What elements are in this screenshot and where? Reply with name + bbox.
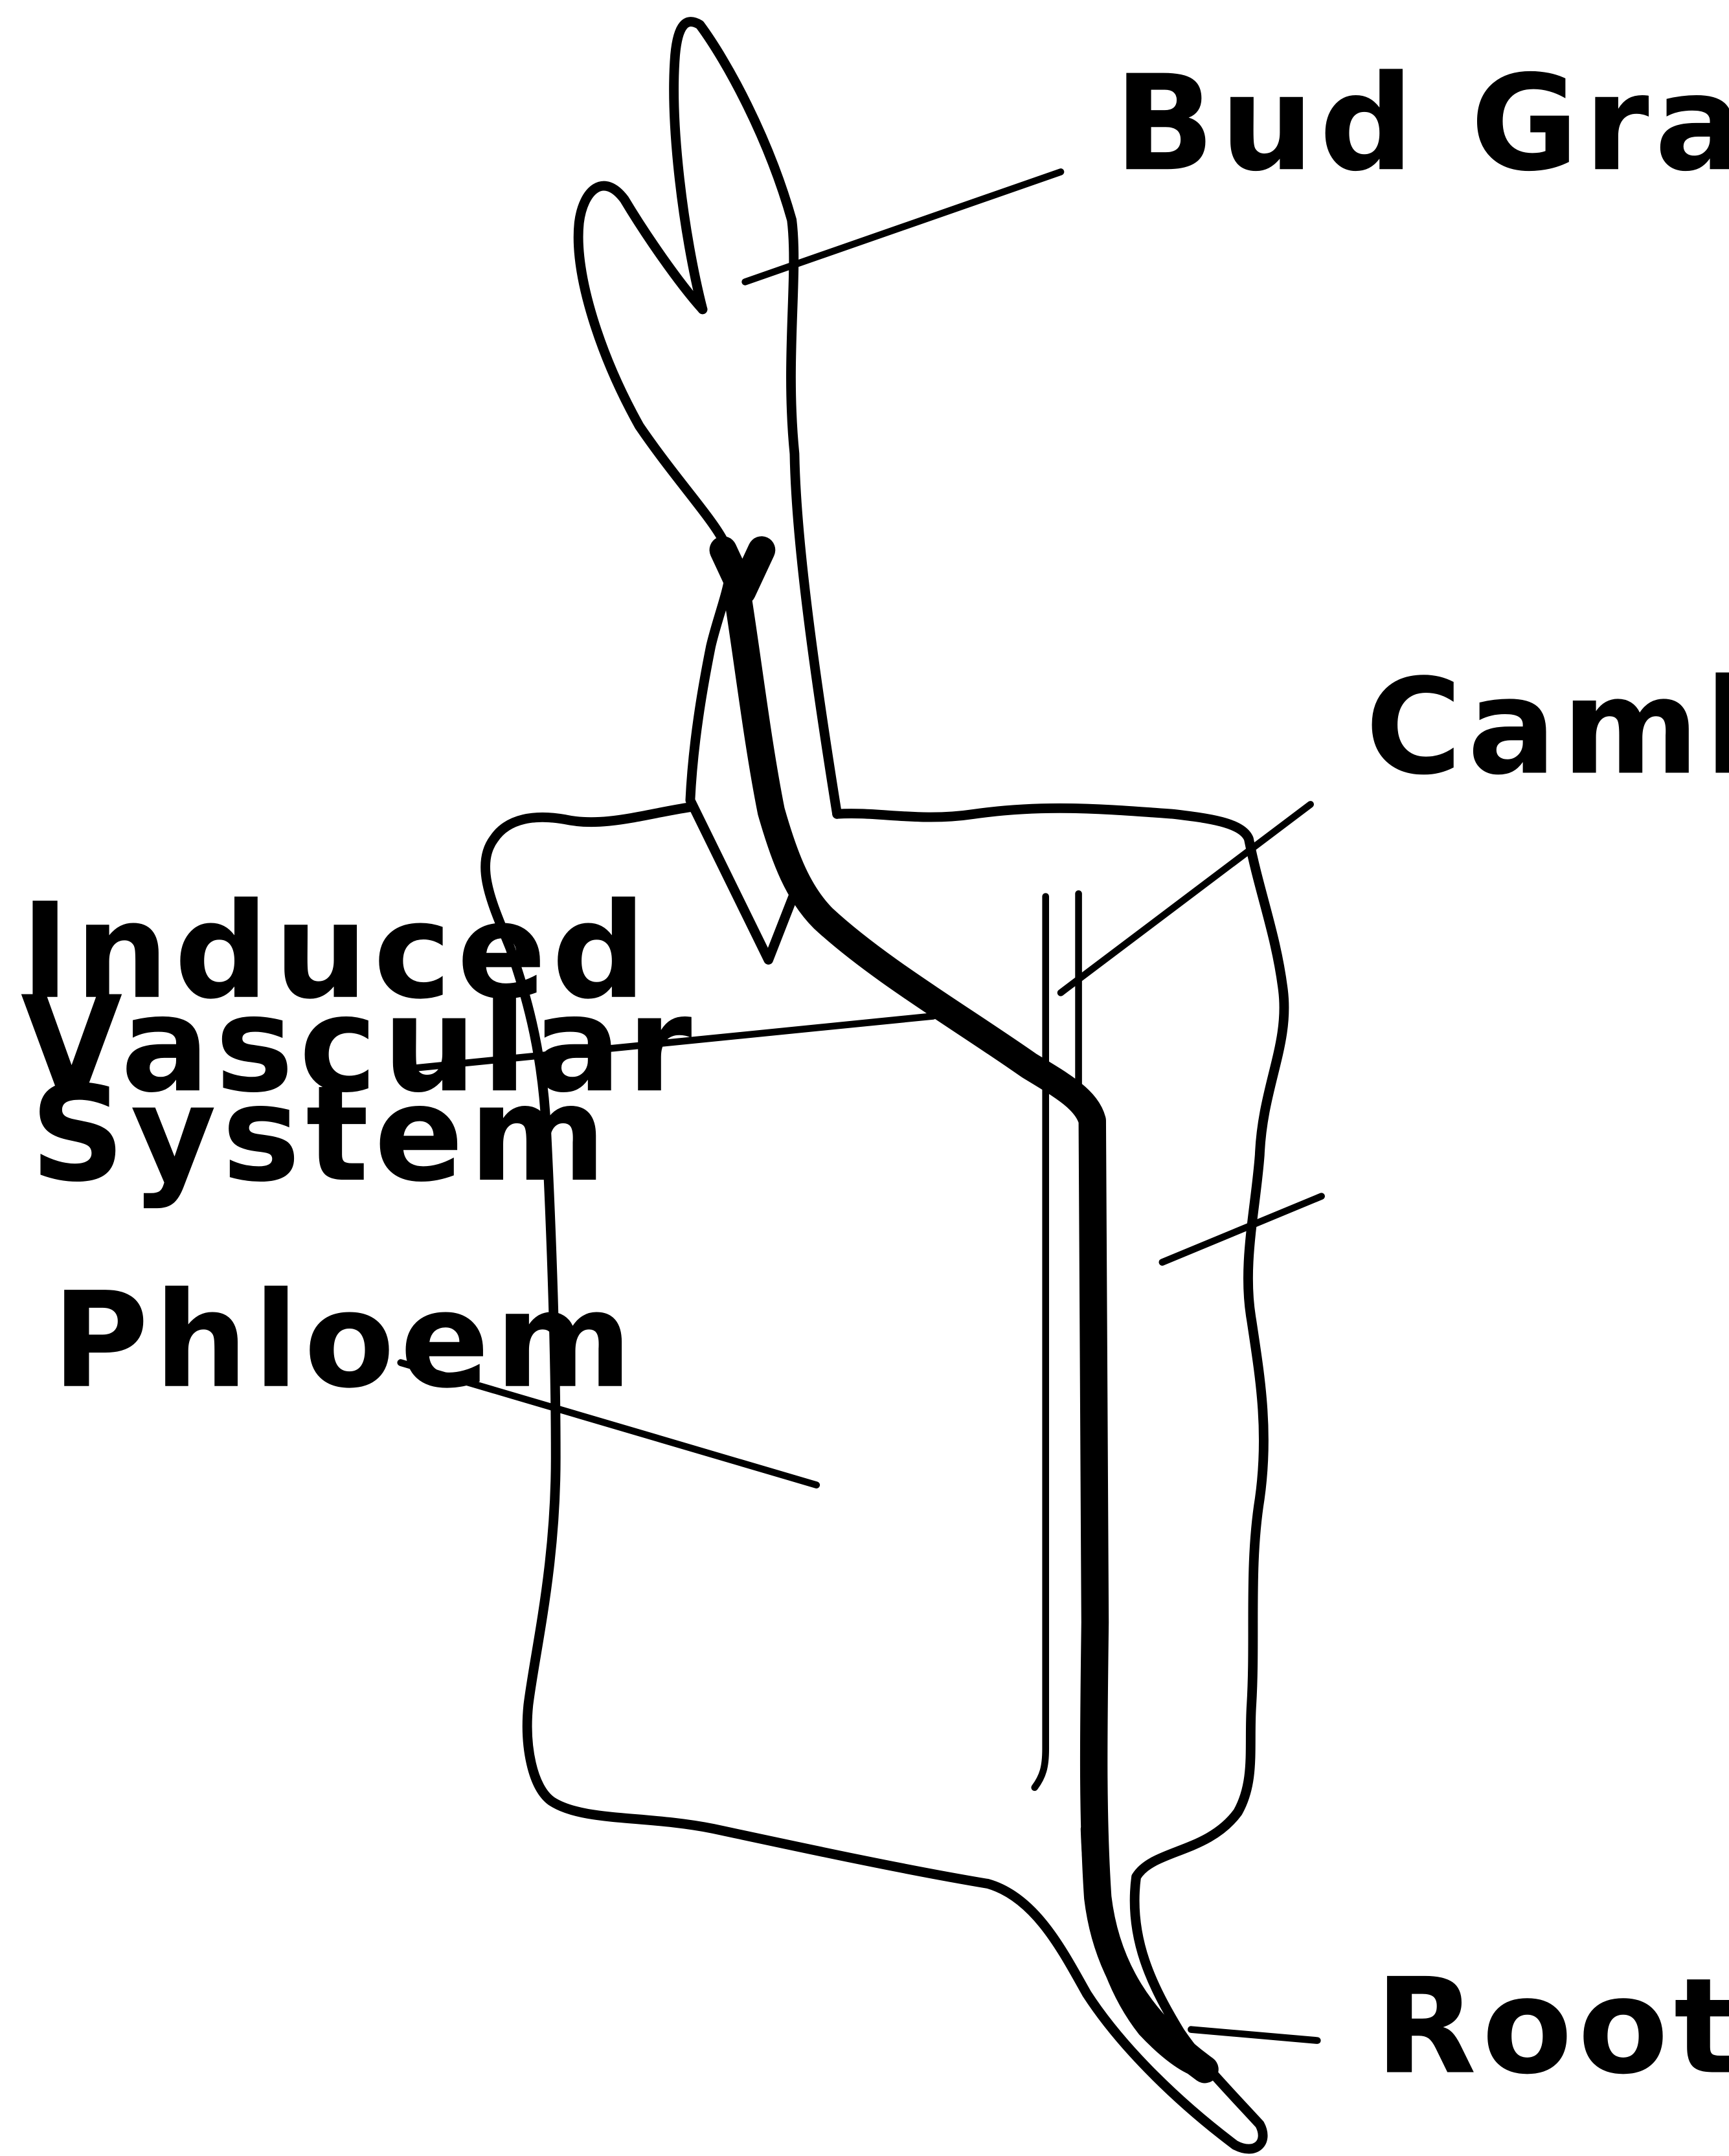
label-bud-graft: Bud Graft <box>1114 47 1729 201</box>
label-cambium: Cambium <box>1365 651 1729 804</box>
leader-cambium <box>1061 804 1311 993</box>
label-root: Root <box>1375 1950 1729 2104</box>
label-system: System <box>30 1058 612 1211</box>
bud-graft-short-leaf <box>578 186 725 543</box>
label-phloem: Phloem <box>52 1264 638 1418</box>
cambium-line-left <box>1035 897 1046 1788</box>
leader-root <box>1191 2030 1317 2041</box>
leader-phloem-right <box>1162 1196 1322 1263</box>
vascular-fork-top <box>723 550 762 591</box>
